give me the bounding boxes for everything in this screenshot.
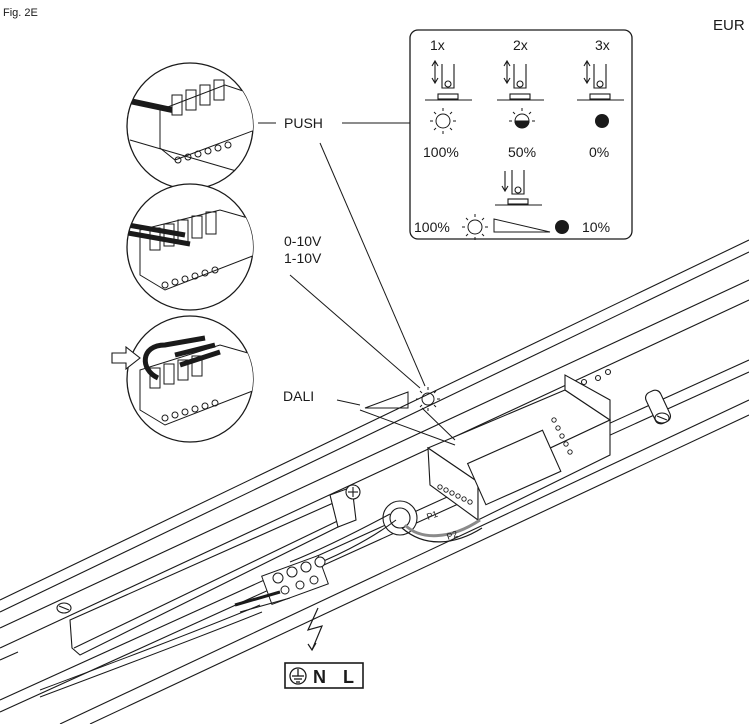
push-button-icon-3 [577, 59, 624, 101]
sun-half-icon [509, 108, 535, 129]
off-hold-icon [555, 220, 569, 234]
label-dali: DALI [283, 388, 314, 404]
label-p1: P1 [425, 509, 439, 522]
press-count-2: 2x [513, 37, 528, 53]
press-count-3: 3x [595, 37, 610, 53]
push-button-icon-2 [497, 59, 544, 101]
earth-icon [289, 667, 307, 685]
luminaire-housing [0, 239, 749, 724]
figure-label: Fig. 2E [3, 7, 38, 19]
label-0-10v: 0-10V [284, 233, 322, 249]
region-label: EUR [713, 17, 745, 34]
label-push: PUSH [284, 115, 323, 131]
driver-screw [345, 484, 361, 500]
screw-right [644, 389, 672, 425]
control-module [426, 374, 612, 522]
label-1-10v: 1-10V [284, 250, 322, 266]
push-button-icon-1 [425, 59, 472, 101]
sun-icon-sensor [416, 387, 440, 411]
label-p2: P2 [445, 529, 459, 542]
hold-end-level: 10% [582, 219, 610, 235]
detail-circle-analog [126, 183, 254, 311]
sun-full-icon [430, 108, 456, 134]
push-hold-icon [495, 170, 542, 206]
dim-ramp-hold-icon [493, 218, 551, 233]
housing-screws [56, 368, 672, 614]
detail-circle-dali [126, 315, 254, 443]
hold-start-level: 100% [414, 219, 450, 235]
dim-ramp-icon [364, 391, 409, 409]
level-0: 0% [589, 144, 609, 160]
leader-lines [258, 122, 456, 446]
module-terminals [437, 417, 573, 505]
mains-terminal: N L [284, 662, 364, 689]
press-count-1: 1x [430, 37, 445, 53]
screw-left [56, 602, 72, 614]
sun-hold-icon [462, 214, 488, 240]
off-icon [595, 114, 609, 128]
terminal-neutral: N [313, 667, 326, 687]
detail-circle-push [126, 62, 254, 190]
level-50: 50% [508, 144, 536, 160]
terminal-block [39, 555, 329, 698]
driver-tray [69, 484, 361, 656]
level-100: 100% [423, 144, 459, 160]
terminal-live: L [343, 667, 354, 687]
arrow-icon [111, 345, 141, 371]
push-info-panel: 1x 2x 3x [409, 29, 633, 240]
power-symbol-icon [306, 607, 324, 652]
